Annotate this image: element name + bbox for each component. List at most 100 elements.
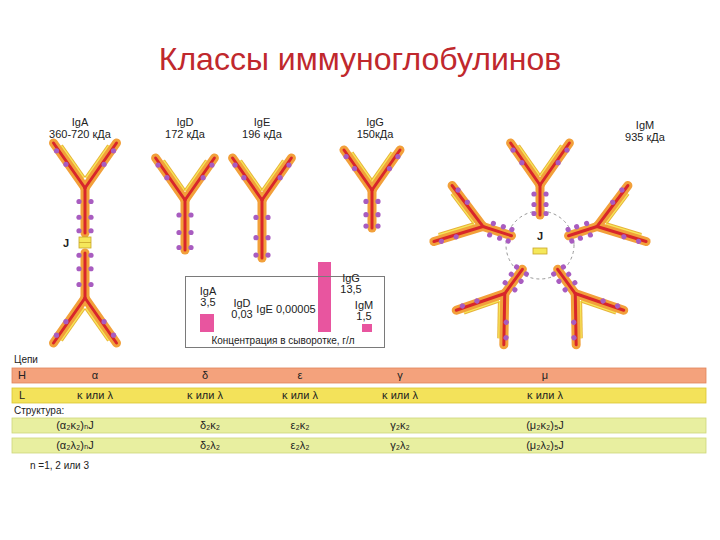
carbohydrate-dot — [599, 297, 606, 304]
carbohydrate-dot — [500, 224, 507, 231]
bar-value: IgE 0,00005 — [254, 304, 318, 315]
heavy-chain — [233, 158, 262, 200]
carbohydrate-dot — [265, 215, 270, 220]
heavy-chain — [372, 150, 400, 190]
carbohydrate-dot — [88, 282, 93, 287]
heavy-chain — [539, 185, 542, 215]
carbohydrate-dot — [286, 162, 291, 167]
structure-band — [12, 418, 706, 433]
heavy-chain — [551, 294, 599, 345]
table-cell: ε₂λ₂ — [291, 439, 310, 451]
carbohydrate-dot — [253, 215, 258, 220]
j-chain — [533, 248, 547, 254]
carbohydrate-dot — [76, 215, 81, 220]
carbohydrate-dot — [513, 263, 520, 270]
carbohydrate-dot — [459, 302, 466, 309]
carbohydrate-dot — [111, 148, 116, 153]
carbohydrate-dot — [473, 297, 480, 304]
carbohydrate-dot — [209, 162, 214, 167]
carbohydrate-dot — [503, 319, 510, 326]
antibody-monomer — [533, 251, 624, 345]
carbohydrate-dot — [54, 148, 59, 153]
carbohydrate-dot — [176, 212, 181, 217]
carbohydrate-dot — [517, 278, 524, 285]
table-cell: κ или λ — [382, 389, 418, 401]
carbohydrate-dot — [155, 162, 160, 167]
carbohydrate-dot — [490, 220, 497, 227]
molecular-mass: 360-720 кДа — [49, 128, 111, 140]
antibody-monomer — [54, 253, 117, 343]
footnote: n =1, 2 или 3 — [30, 460, 89, 472]
antibody-monomer — [232, 158, 291, 258]
heavy-chain — [511, 143, 540, 185]
carbohydrate-dot — [76, 228, 81, 233]
table-cell: ε₂κ₂ — [291, 419, 310, 431]
heavy-chain — [597, 213, 646, 254]
table-cell: (μ₂λ₂)₅J — [526, 439, 564, 451]
carbohydrate-dot — [561, 286, 568, 293]
carbohydrate-dot — [363, 224, 368, 229]
carbohydrate-dot — [232, 162, 237, 167]
heavy-chain — [536, 185, 545, 215]
j-chain — [79, 242, 91, 243]
carbohydrate-dot — [531, 191, 536, 196]
table-cell: (α₂κ₂)ₙJ — [56, 419, 94, 431]
carbohydrate-dot — [63, 162, 68, 167]
table-cell: κ или λ — [527, 389, 563, 401]
j-chain-label: J — [63, 237, 69, 249]
carbohydrate-dot — [375, 224, 380, 229]
heavy-chain — [184, 200, 187, 250]
heavy-chain — [85, 143, 117, 188]
carbohydrate-dot — [583, 220, 590, 227]
heavy-chain — [368, 190, 377, 228]
table-cell: κ или λ — [77, 389, 113, 401]
table-cell: γ₂λ₂ — [390, 439, 410, 451]
bar-value: IgD 0,03 — [225, 298, 259, 320]
carbohydrate-dot — [570, 319, 577, 326]
carbohydrate-dot — [88, 199, 93, 204]
carbohydrate-dot — [63, 319, 68, 324]
heavy-chain — [344, 150, 372, 190]
carbohydrate-dot — [54, 333, 59, 338]
carbohydrate-dot — [438, 238, 445, 245]
carbohydrate-dot — [543, 191, 548, 196]
heavy-chain — [84, 188, 87, 233]
heavy-chain — [54, 298, 86, 343]
disulfide-ring — [506, 211, 574, 279]
heavy-chain — [344, 150, 372, 190]
molecular-mass: 196 кДа — [242, 128, 282, 140]
structure-band — [12, 438, 706, 453]
table-cell: δ₂λ₂ — [200, 439, 220, 451]
table-cell: γ — [397, 369, 403, 381]
heavy-chain — [262, 158, 291, 200]
heavy-chain — [372, 150, 400, 190]
heavy-chain — [185, 158, 214, 200]
carbohydrate-dot — [556, 160, 561, 165]
heavy-chain — [597, 213, 646, 254]
heavy-chain — [85, 298, 117, 343]
concentration-bar — [318, 262, 331, 332]
heavy-chain — [511, 143, 540, 185]
chart-caption: Концентрация в сыворотке, г/л — [211, 335, 354, 346]
table-cell: ε — [298, 369, 303, 381]
heavy-chain — [85, 298, 117, 343]
carbohydrate-dot — [387, 166, 392, 171]
antibody-monomer — [155, 158, 214, 250]
carbohydrate-dot — [111, 333, 116, 338]
class-name: IgE — [254, 116, 271, 128]
carbohydrate-dot — [352, 166, 357, 171]
heavy-chain — [81, 253, 90, 298]
class-name: IgG — [366, 116, 384, 128]
carbohydrate-dot — [486, 232, 493, 239]
heavy-chain — [233, 158, 262, 200]
carbohydrate-dot — [509, 226, 516, 233]
carbohydrate-dot — [278, 175, 283, 180]
carbohydrate-dot — [76, 282, 81, 287]
class-name: IgA — [72, 116, 89, 128]
heavy-chain — [258, 200, 267, 258]
bar-value: IgA 3,5 — [191, 286, 225, 308]
table-cell: γ₂κ₂ — [390, 419, 410, 431]
antibody-monomer — [343, 150, 400, 229]
carbohydrate-dot — [241, 175, 246, 180]
